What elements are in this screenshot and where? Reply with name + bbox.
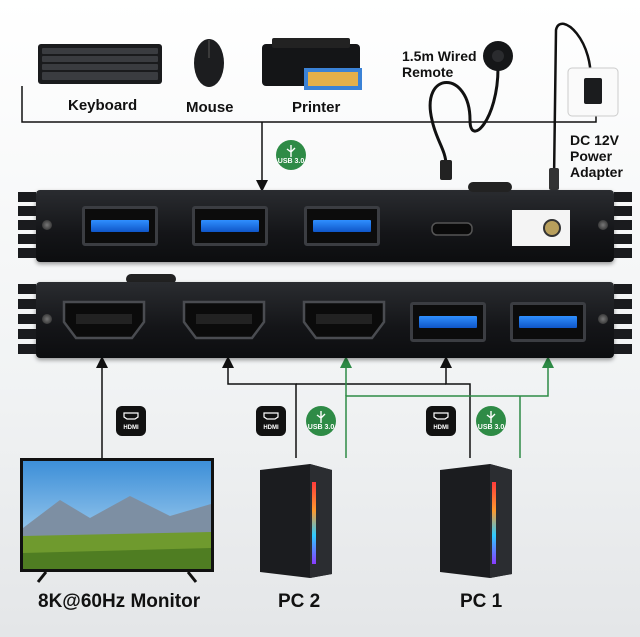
pc1-hdmi-line: [440, 356, 471, 458]
hdmi-icon: [263, 412, 279, 420]
pc-tower-icon: [440, 464, 512, 578]
pc2-hdmi-line: [222, 356, 297, 458]
kvm-rear-panel: [36, 282, 614, 358]
pc1-label: PC 1: [460, 591, 503, 612]
usb-icon: [486, 411, 496, 423]
front-usb-port-2: [192, 206, 268, 246]
kvm-front-panel: [36, 190, 614, 262]
power-label: DC 12V Power Adapter: [570, 132, 623, 180]
front-usb-port-3: [304, 206, 380, 246]
front-usb-port-1: [82, 206, 158, 246]
usb-icon: [286, 145, 296, 157]
hdmi-icon: [123, 412, 139, 420]
usb-badge-pc2: USB 3.0: [306, 406, 336, 436]
hdmi-badge-pc2: HDMI: [256, 406, 286, 436]
rear-usb-port-pc1: [510, 302, 586, 342]
remote-label: 1.5m Wired Remote: [402, 48, 477, 80]
mouse-icon: [194, 39, 224, 87]
printer-icon: [262, 38, 362, 90]
usb-badge-pc1: USB 3.0: [476, 406, 506, 436]
remote-port: [431, 222, 473, 236]
hdmi-port-monitor: [62, 300, 146, 340]
hdmi-badge-monitor: HDMI: [116, 406, 146, 436]
remote-icon: [483, 41, 513, 71]
top-button: [468, 182, 512, 192]
pc2-label: PC 2: [278, 591, 321, 612]
remote-cable: [428, 67, 500, 166]
pc-tower-icon: [260, 464, 332, 578]
hdmi-icon: [433, 412, 449, 420]
mouse-label: Mouse: [186, 99, 234, 116]
pc2-usb-line: [345, 356, 554, 458]
power-jack: [512, 210, 570, 246]
switch-button[interactable]: [126, 274, 176, 284]
usb-icon: [316, 411, 326, 423]
usb-badge-top: USB 3.0: [276, 140, 306, 170]
keyboard-label: Keyboard: [68, 97, 138, 114]
monitor-icon: [20, 458, 214, 583]
keyboard-icon: [38, 44, 162, 84]
hdmi-port-pc1: [302, 300, 386, 340]
monitor-label: 8K@60Hz Monitor: [38, 591, 201, 612]
hdmi-port-pc2: [182, 300, 266, 340]
hdmi-badge-pc1: HDMI: [426, 406, 456, 436]
rear-usb-port-pc2: [410, 302, 486, 342]
printer-label: Printer: [292, 99, 341, 116]
power-adapter-icon: [567, 67, 619, 117]
